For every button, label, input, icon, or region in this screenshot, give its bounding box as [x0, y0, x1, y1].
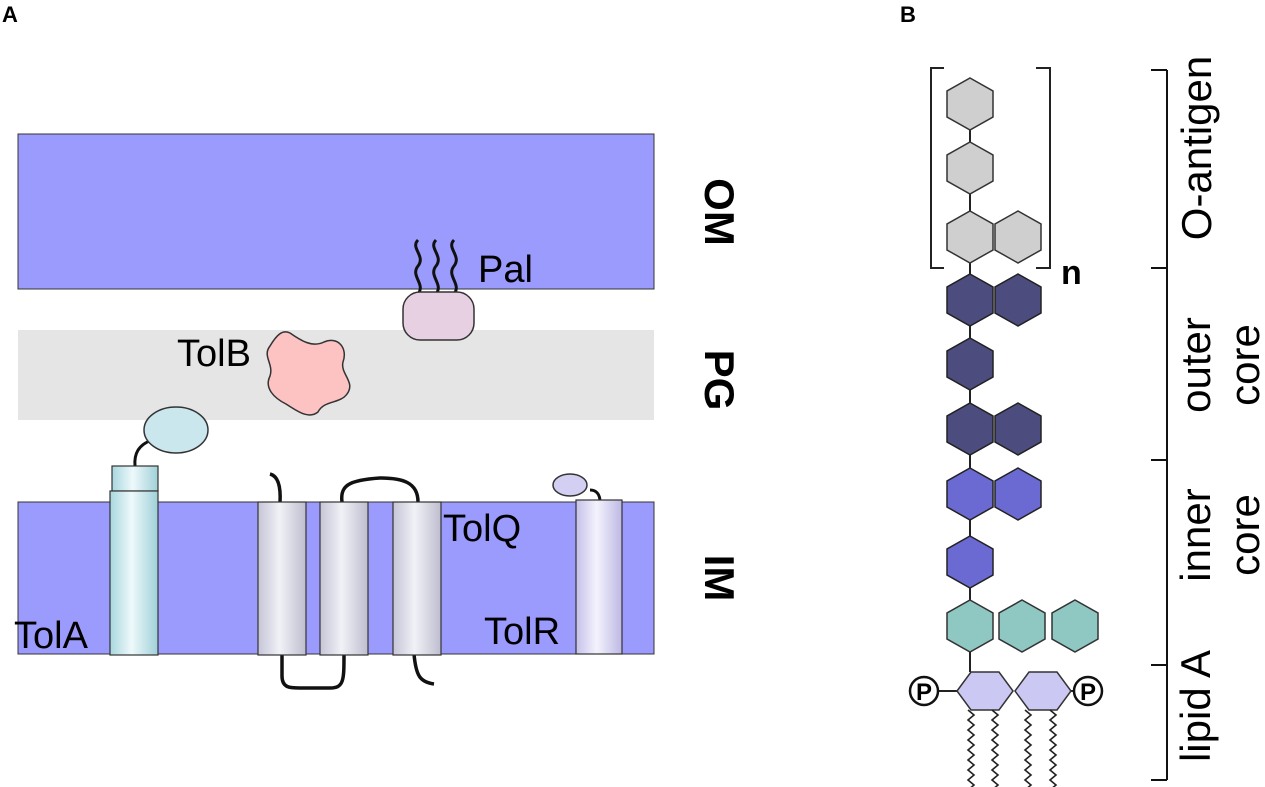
- tolq-helix-2: [319, 501, 369, 656]
- outer-core-sugar: [994, 402, 1042, 456]
- phosphate-circle-left: [908, 675, 940, 707]
- repeat-bracket: [930, 67, 1051, 269]
- inner-core-sugar: [946, 467, 994, 521]
- inner-core-region-label-line1: inner: [1172, 488, 1219, 581]
- pal-lipid-anchors: [414, 238, 458, 295]
- lipid-a-backbone-sugars: [956, 671, 1072, 711]
- outer-membrane: [17, 133, 655, 290]
- acyl-chains: [966, 709, 1058, 787]
- glcn-sugar: [1014, 671, 1072, 711]
- tolr-helix: [575, 499, 623, 655]
- outer-core-sugar: [946, 337, 994, 391]
- tolq-loops: [269, 472, 435, 690]
- outer-core-sugar: [994, 273, 1042, 327]
- kdo-sugar: [946, 599, 994, 653]
- lipid-a-linked-sugars: [946, 599, 1099, 653]
- tolq-label: TolQ: [443, 508, 521, 550]
- o-antigen-sugar: [946, 141, 994, 195]
- region-scale-bar: [1151, 69, 1168, 781]
- inner-core-sugar: [946, 535, 994, 589]
- phosphate-circle-right: [1072, 675, 1104, 707]
- outer-core-sugar: [946, 402, 994, 456]
- kdo-sugar: [998, 599, 1046, 653]
- tolq-helix-3: [392, 501, 442, 656]
- phosphate-label-left: P: [916, 679, 932, 706]
- repeat-n-label: n: [1061, 254, 1082, 292]
- lipid-a-region-label: lipid A: [1172, 650, 1219, 762]
- im-label: IM: [696, 555, 743, 602]
- outer-core-region-label-line2: core: [1221, 324, 1265, 406]
- tola-domain: [143, 406, 209, 454]
- tolb-protein: [266, 331, 351, 416]
- tolq-helix-1: [257, 501, 307, 656]
- outer-core-region-label-line1: outer: [1172, 317, 1219, 413]
- inner-core-sugar: [994, 467, 1042, 521]
- tola-cap: [111, 465, 159, 492]
- pg-label: PG: [696, 350, 743, 411]
- o-antigen-sugar: [946, 77, 994, 131]
- glcn-sugar: [956, 671, 1014, 711]
- tola-label: TolA: [14, 615, 89, 657]
- o-antigen-sugars: [946, 77, 1042, 264]
- o-antigen-sugar: [946, 210, 994, 264]
- inner-core-region-label-line2: core: [1221, 494, 1265, 576]
- o-antigen-region-label: O-antigen: [1173, 56, 1220, 240]
- outer-core-sugar: [946, 273, 994, 327]
- tolr-label: TolR: [484, 611, 560, 653]
- tolr-domain: [552, 473, 588, 497]
- panel-b-letter: B: [900, 2, 916, 27]
- om-label: OM: [696, 178, 743, 246]
- inner-core-sugars: [946, 467, 1042, 589]
- o-antigen-sugar: [994, 210, 1042, 264]
- pal-label: Pal: [478, 249, 533, 291]
- phosphate-label-right: P: [1080, 679, 1096, 706]
- outer-core-sugars: [946, 273, 1042, 456]
- kdo-sugar: [1051, 599, 1099, 653]
- panel-a-letter: A: [2, 2, 18, 27]
- pal-protein: [402, 291, 475, 341]
- tola-helix: [109, 490, 159, 656]
- tolb-label: TolB: [177, 333, 251, 375]
